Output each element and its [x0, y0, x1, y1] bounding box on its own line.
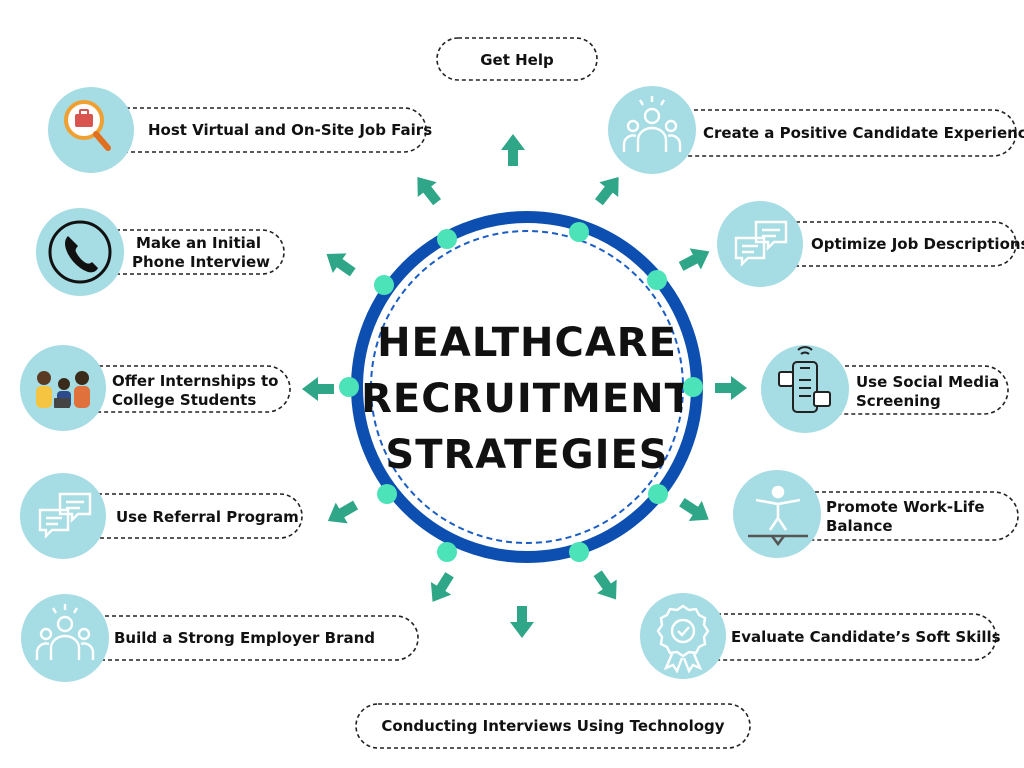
ring-dot [569, 542, 589, 562]
pill [649, 109, 1017, 157]
node-label: Evaluate Candidate’s Soft Skills [731, 628, 1001, 646]
arrow-up [501, 134, 525, 166]
award-badge-icon [656, 604, 710, 674]
node-social-media: Use Social Media Screening [761, 345, 1009, 433]
node-job-fairs: Host Virtual and On-Site Job Fairs [48, 87, 432, 173]
phone-icon [48, 220, 112, 284]
arrow-down [510, 606, 534, 638]
magnifier-briefcase-icon [64, 100, 111, 151]
node-candidate-experience: Create a Positive Candidate Experience [608, 86, 1024, 174]
phone-social-icon [778, 346, 831, 413]
node-label: Get Help [480, 51, 554, 69]
ring-dot [683, 377, 703, 397]
node-label-line-2: Phone Interview [132, 253, 270, 271]
pill [436, 37, 598, 81]
arrow-down-left [422, 568, 460, 609]
node-label-line-2: College Students [112, 391, 256, 409]
node-internships: Offer Internships to College Students [20, 345, 291, 431]
arrow-up-right [589, 169, 629, 210]
ring-dot [569, 222, 589, 242]
arrow-left-down [321, 494, 362, 532]
title-line-1: HEALTHCARE [377, 320, 677, 366]
students-icon [36, 371, 90, 408]
team-icon [622, 96, 682, 152]
node-get-help: Get Help [436, 37, 598, 81]
title-line-2: RECRUITMENT [361, 376, 693, 422]
node-label-line-2: Balance [826, 517, 893, 535]
node-label-line-1: Offer Internships to [112, 372, 279, 390]
team-icon [35, 604, 95, 660]
node-label-line-2: Screening [856, 392, 941, 410]
icon-circle [717, 201, 803, 287]
ring-dot [648, 484, 668, 504]
ring-dot [437, 229, 457, 249]
icon-circle [21, 594, 109, 682]
arrow-up-left [407, 169, 447, 210]
ring-dot [377, 484, 397, 504]
icon-circle [640, 593, 726, 679]
node-label-line-1: Promote Work-Life [826, 498, 985, 516]
node-label: Build a Strong Employer Brand [114, 629, 375, 647]
node-job-descriptions: Optimize Job Descriptions [717, 201, 1024, 287]
title-line-3: STRATEGIES [385, 432, 668, 478]
arrow-right-up [675, 240, 715, 278]
node-technology: Conducting Interviews Using Technology [355, 703, 751, 749]
node-label-line-1: Make an Initial [136, 234, 261, 252]
chat-bubbles-icon [734, 220, 788, 267]
pill [799, 365, 1009, 415]
chat-bubbles-icon [38, 492, 92, 539]
node-label: Create a Positive Candidate Experience [703, 124, 1024, 142]
node-label: Host Virtual and On-Site Job Fairs [148, 121, 432, 139]
ring-dot [339, 377, 359, 397]
ring-dot [374, 275, 394, 295]
pill [355, 703, 751, 749]
pill [61, 493, 303, 539]
pill [61, 615, 419, 661]
node-soft-skills: Evaluate Candidate’s Soft Skills [640, 593, 1001, 679]
arrow-right [715, 376, 747, 400]
node-employer-brand: Build a Strong Employer Brand [21, 594, 419, 682]
arrow-left-up [319, 244, 360, 283]
icon-circle [20, 473, 106, 559]
ring-dot [647, 270, 667, 290]
node-label-line-1: Use Social Media [856, 373, 999, 391]
ring-dot [437, 542, 457, 562]
arrow-left [302, 377, 334, 401]
arrow-down-right [587, 566, 626, 607]
node-referral: Use Referral Program [20, 473, 303, 559]
node-work-life: Promote Work-Life Balance [733, 470, 1019, 558]
balance-person-icon [748, 485, 808, 547]
node-label: Conducting Interviews Using Technology [381, 717, 724, 735]
node-phone-interview: Make an Initial Phone Interview [36, 208, 285, 296]
arrow-right-down [675, 492, 716, 530]
icon-circle [608, 86, 696, 174]
central-circle: HEALTHCARE RECRUITMENT STRATEGIES [351, 211, 703, 563]
ring-dots [339, 222, 703, 562]
node-label: Optimize Job Descriptions [811, 235, 1024, 253]
node-label: Use Referral Program [116, 508, 299, 526]
